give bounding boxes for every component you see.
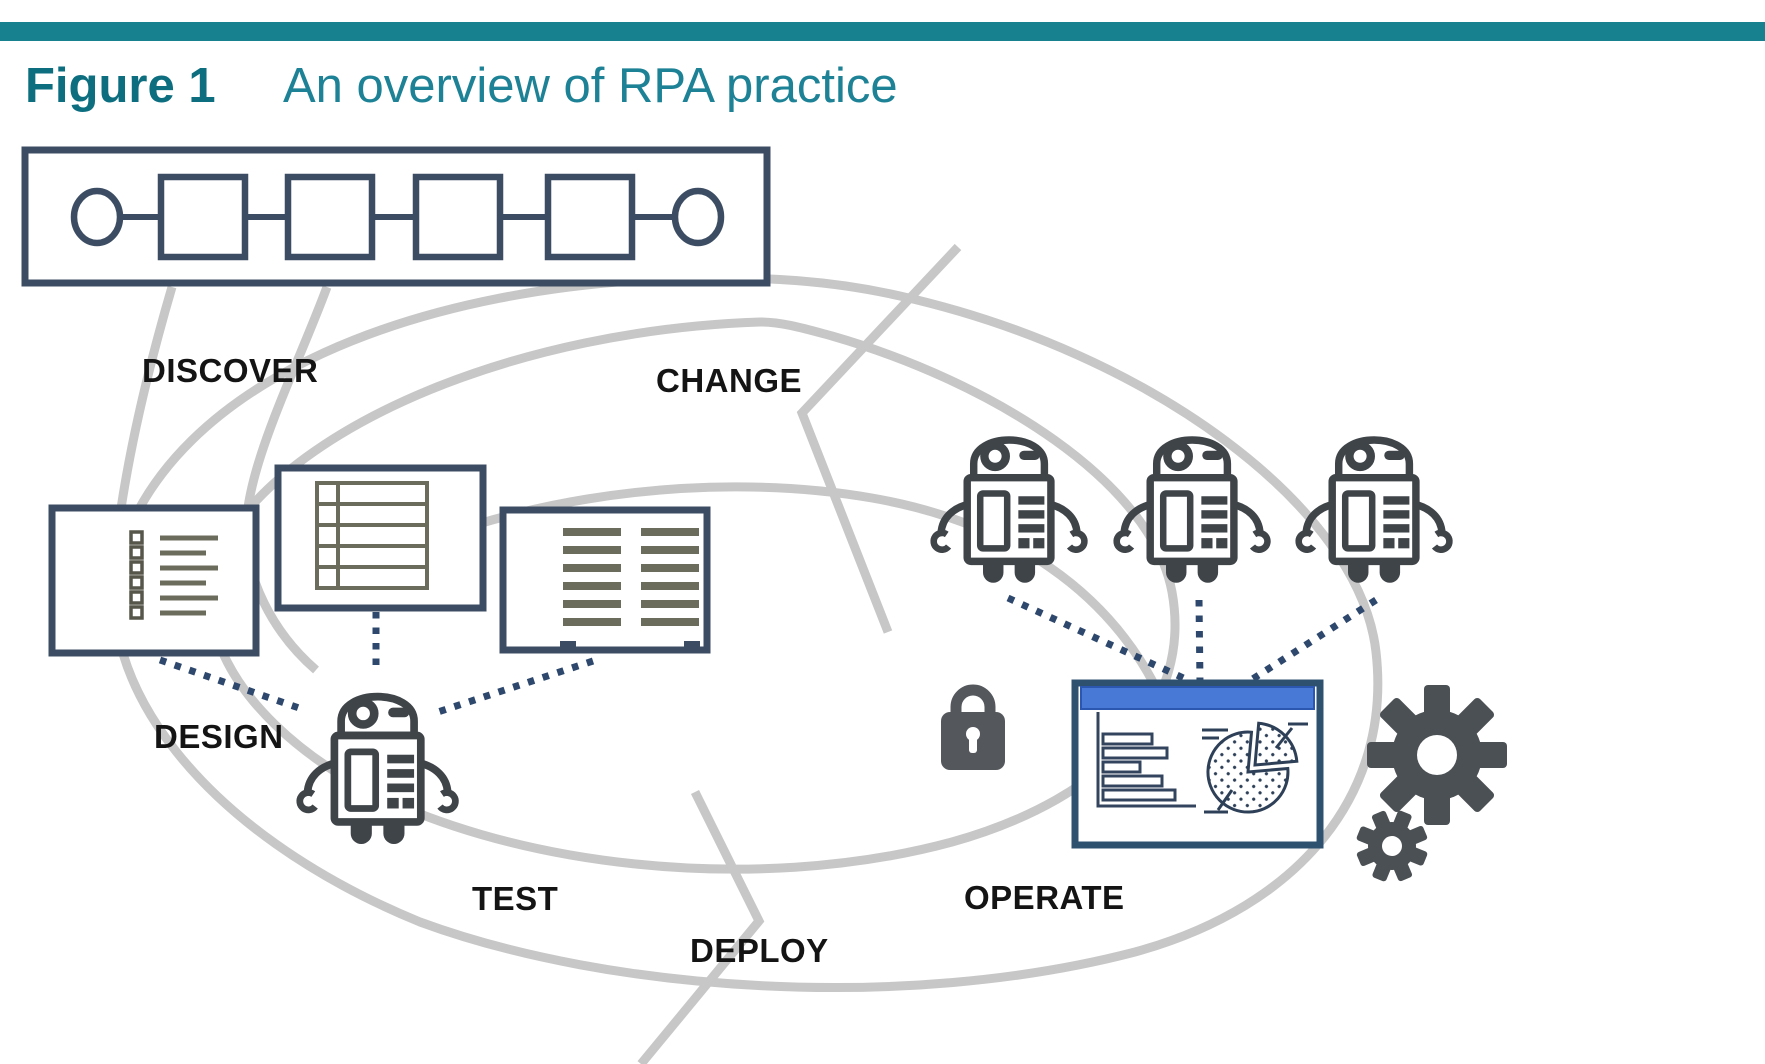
- flow-step-3: [412, 173, 504, 261]
- header-accent-bar: [0, 22, 1765, 41]
- flow-step-1: [157, 173, 249, 261]
- inner-loop-curve: [205, 317, 1180, 874]
- table-document-icon: [274, 464, 487, 612]
- lock-icon: [941, 684, 1005, 770]
- figure-label: Figure 1: [25, 59, 216, 113]
- dotted-connectors: [158, 594, 1378, 716]
- checklist-document-icon: [48, 504, 260, 657]
- pie-chart: [1202, 721, 1308, 814]
- stage-label-change: CHANGE: [656, 362, 803, 399]
- flow-start-node: [70, 187, 124, 247]
- worker-robot-3-icon: [1299, 440, 1450, 583]
- stage-label-discover: DISCOVER: [142, 352, 319, 389]
- bar-chart-axis: [1096, 712, 1196, 808]
- connector-robot1-to-dashboard: [1006, 594, 1192, 685]
- stage-label-design: DESIGN: [154, 718, 284, 755]
- deploy-branch-chevron: [637, 790, 765, 1064]
- bar-chart: [1101, 732, 1177, 802]
- flow-step-2: [284, 173, 376, 261]
- small-gear: [1356, 810, 1428, 882]
- worker-robot-1-icon: [934, 440, 1085, 583]
- flow-end-node: [671, 187, 725, 247]
- large-gear: [1367, 685, 1507, 825]
- stage-label-operate: OPERATE: [964, 879, 1125, 916]
- analytics-window-icon: [1071, 679, 1324, 849]
- connector-textdoc-to-robot: [436, 657, 595, 716]
- stage-label-deploy: DEPLOY: [690, 932, 829, 969]
- figure-title: An overview of RPA practice: [283, 59, 898, 113]
- process-flow-strip: [21, 146, 771, 287]
- connector-robot2-to-dashboard: [1195, 599, 1204, 684]
- change-branch-chevron: [796, 243, 962, 634]
- outer-loop-curve: [109, 273, 1383, 992]
- stage-label-test: TEST: [472, 880, 559, 917]
- connector-robot3-to-dashboard: [1235, 597, 1378, 692]
- window-titlebar: [1080, 686, 1315, 710]
- text-document-icon: [499, 506, 711, 654]
- flow-step-4: [544, 173, 636, 261]
- connector-checklist-to-robot: [158, 656, 304, 713]
- gears-icon: [1356, 685, 1507, 882]
